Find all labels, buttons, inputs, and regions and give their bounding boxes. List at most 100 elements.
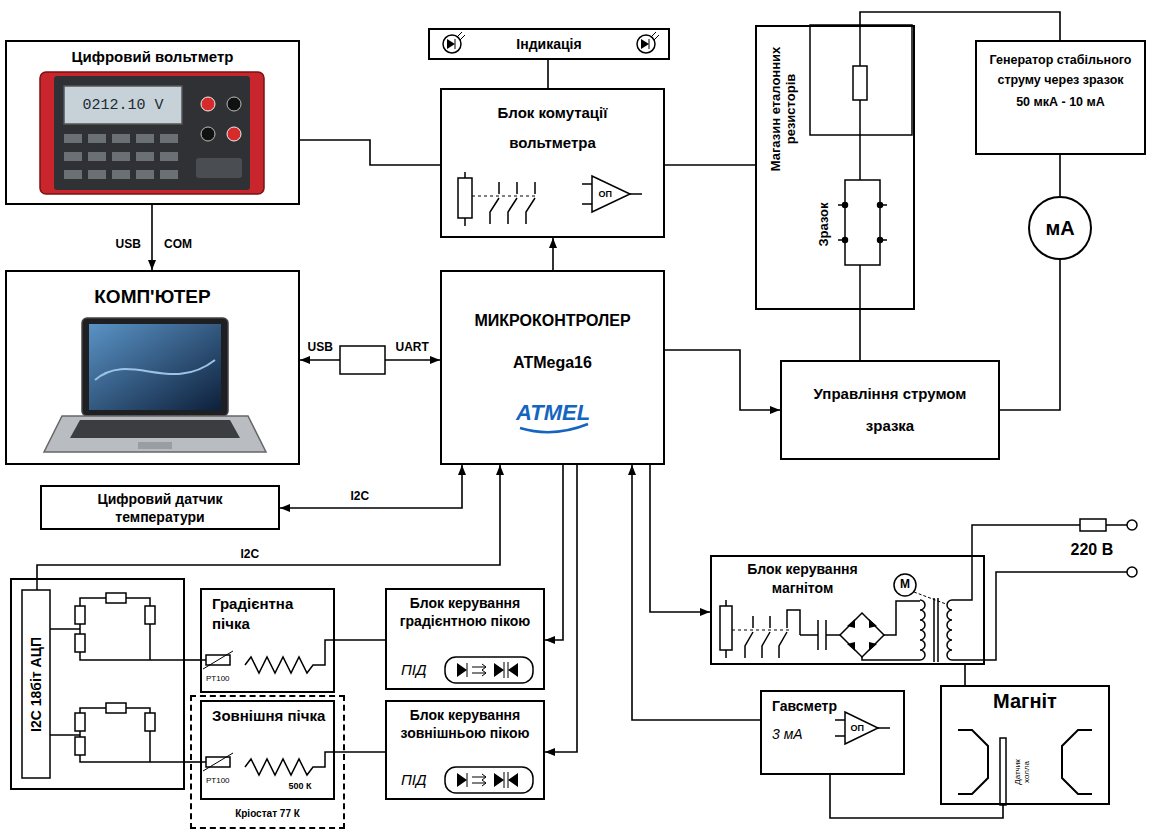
switching-block: Блок комутації вольтметра (440, 88, 665, 238)
led-symbol (443, 35, 461, 53)
connector (665, 164, 755, 166)
connector-label: I2C (239, 548, 262, 562)
mains-wiring (952, 519, 1137, 660)
relay-symbol (787, 610, 800, 635)
laptop-illustration (44, 318, 266, 452)
connector (300, 140, 440, 165)
sample-symbol (838, 205, 887, 240)
connector (280, 465, 462, 508)
connector (830, 775, 1003, 818)
node-text: Блок керування магнітом (720, 560, 885, 598)
connector (151, 205, 153, 270)
transformer-symbol (934, 598, 938, 662)
bridge-circuit (75, 634, 85, 652)
sensor-label: PT100 (206, 674, 230, 683)
port-name: COM (164, 238, 192, 252)
diode-bridge-symbol (840, 613, 884, 657)
motor-symbol (894, 574, 916, 596)
cryostat-region: Кріостат 77 К Зовнішня пічка (190, 695, 345, 829)
gaussmeter-box: Гавсметр3 мА (760, 690, 905, 775)
node-text: Блок керування градієнтною пікою (391, 594, 539, 630)
voltmeter-illustration (40, 72, 264, 194)
heater-symbol (245, 640, 335, 673)
bridge-circuit (75, 737, 85, 755)
node-text: ПІД (401, 771, 441, 788)
pt100-sensor-symbol (200, 753, 233, 771)
motor-label: M (900, 578, 910, 592)
optocoupler-symbol (494, 663, 518, 677)
voltmeter-illustration (227, 97, 241, 111)
op-amp-symbol (582, 176, 642, 212)
optocoupler-symbol (457, 663, 467, 677)
node-text: КОМП'ЮТЕР (7, 286, 298, 308)
connector (632, 465, 760, 720)
connector (547, 60, 549, 88)
bridge-circuit (106, 593, 126, 603)
node-text: Блок комутації вольтметра (477, 98, 628, 158)
transformer-symbol (920, 600, 925, 660)
laptop-illustration (138, 442, 172, 449)
optocoupler-symbol (504, 772, 508, 788)
external-furnace-box: Зовнішня пічка (200, 700, 335, 800)
led-symbol (455, 32, 465, 49)
node-text: Градієнтна пічка (212, 594, 327, 634)
relay-symbol (720, 606, 732, 650)
port-name: USB (116, 238, 141, 252)
mains-wiring (1080, 519, 1106, 531)
bridge-circuit (106, 703, 126, 713)
adc-box: I2C 18біт АЦП (10, 578, 185, 790)
connector (650, 465, 710, 612)
reference-resistor-drawing (810, 25, 912, 135)
sample-symbol (838, 180, 887, 265)
node-text: ATMega16 (442, 354, 663, 372)
node-text: ПІД (401, 661, 441, 678)
temperature-label: 500 К (289, 781, 312, 791)
symbols (22, 25, 1137, 805)
optocoupler-symbol (467, 773, 486, 787)
optocoupler-symbol (445, 767, 533, 793)
adc-chip-drawing (22, 578, 50, 778)
laptop-illustration (89, 324, 221, 410)
diode-bridge-symbol (862, 601, 920, 660)
transformer-symbol (947, 600, 952, 660)
node-text: Генератор стабільного струму через зразо… (979, 50, 1142, 90)
optocoupler-symbol (445, 657, 533, 683)
adc-chip-drawing (22, 590, 50, 778)
vertical-node-text: I2C 18біт АЦП (28, 594, 45, 774)
relay-symbol (725, 600, 727, 658)
op-amp-symbol (845, 712, 878, 744)
gradient-controller-box: Блок керування градієнтною пікоюПІД (385, 588, 545, 690)
atmel-logo-swoosh (520, 424, 588, 432)
node-text: Цифровий датчик температури (75, 490, 245, 526)
bridge-circuit (75, 606, 85, 624)
voltmeter-illustration (64, 86, 182, 124)
indication-box: Індикація (428, 28, 670, 60)
hall-sensor-strip (1000, 738, 1006, 805)
sample-symbol (845, 180, 880, 265)
reference-resistor-drawing (810, 25, 912, 310)
op-amp-symbol (592, 176, 630, 212)
vertical-node-text: Зразок (816, 189, 831, 259)
led-symbol (649, 32, 659, 49)
relay-symbol (472, 196, 535, 197)
optocoupler-symbol (467, 663, 486, 677)
node-text: мА (1030, 217, 1090, 240)
current-generator-box: Генератор стабільного струму через зразо… (975, 40, 1146, 155)
voltage-label: 220 В (1071, 541, 1114, 559)
node-text: Кріостат 77 К (192, 808, 343, 819)
resistor-magazine-panel: Магазин еталонних резисторівЗразок (755, 25, 915, 310)
ammeter-circle: мА (1028, 196, 1092, 260)
relay-symbol (732, 630, 790, 631)
microcontroller-box: МИКРОКОНТРОЛЕРATMega16 (440, 270, 665, 465)
bridge-circuit (50, 708, 185, 762)
current-control-box: Управління струмом зразка (780, 360, 1000, 460)
sample-symbol (843, 238, 848, 243)
node-text: Гавсметр (772, 698, 852, 714)
relay-symbol (458, 178, 472, 218)
relay-symbol (490, 182, 535, 224)
led-symbol (447, 39, 455, 49)
led-symbol (641, 39, 649, 49)
connector (545, 465, 577, 752)
magnet-poles (1062, 730, 1092, 794)
transformer-symbol (920, 598, 952, 662)
